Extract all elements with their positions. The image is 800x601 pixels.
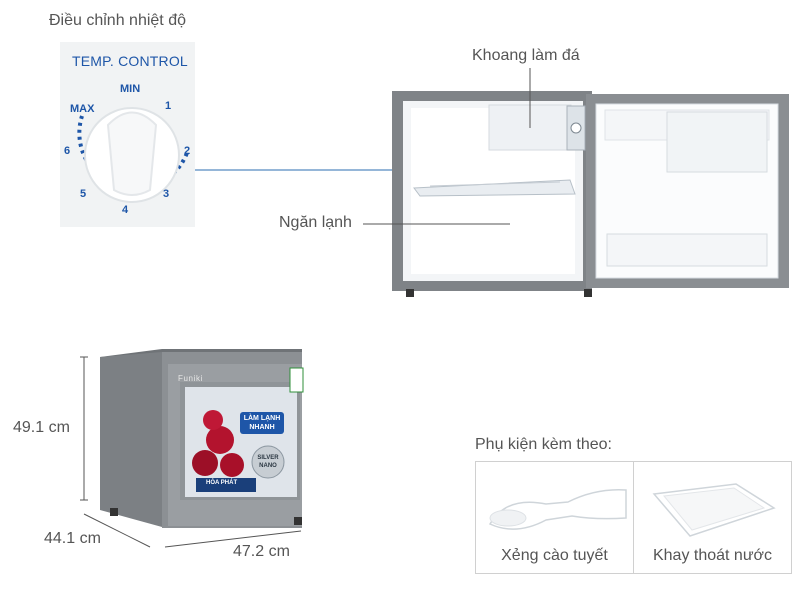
thermostat-knob [570, 122, 582, 134]
dial-mark-5: 5 [80, 188, 87, 200]
cherry-1 [206, 426, 234, 454]
sticker-line-3: SILVER [257, 455, 279, 461]
sticker-line-2: NHANH [249, 424, 275, 431]
sticker-line-1: LÀM LẠNH [243, 415, 281, 422]
wire-shelf [413, 179, 576, 197]
accessory-label: Khay thoát nước [652, 547, 773, 564]
drip-tray-icon [652, 483, 776, 537]
ice-scraper-icon [488, 489, 627, 530]
dial-title: TEMP. CONTROL [72, 53, 188, 69]
sticker-line-4: NANO [259, 463, 277, 469]
dial-mark-2: 2 [184, 145, 191, 157]
fridge-front-panel [168, 364, 302, 526]
shelf-rail [429, 181, 561, 187]
freezer-compartment [488, 104, 572, 151]
dial-mark-min: MIN [120, 83, 141, 95]
dial-mark-3: 3 [163, 188, 170, 200]
dial-mark-6: 6 [64, 145, 71, 157]
cherry-4 [203, 410, 223, 430]
door-bin-top [604, 109, 770, 141]
cherry-3 [220, 453, 244, 477]
cabinet-body [392, 91, 592, 291]
accessories-title: Phụ kiện kèm theo: [475, 436, 612, 453]
width-dimension: 47.2 cm [233, 543, 290, 560]
cabinet-inner [403, 101, 583, 281]
ext-foot-left [110, 508, 118, 516]
sticker-nano-text: SILVER NANO [253, 454, 283, 470]
door-bin-upper [666, 111, 768, 173]
accessory-item-tray: Khay thoát nước [633, 461, 792, 574]
cabinet-cavity [411, 108, 575, 274]
ext-foot-right [294, 517, 302, 525]
cherry-2 [192, 450, 218, 476]
sticker-bg [180, 382, 300, 500]
height-dimension: 49.1 cm [13, 419, 70, 436]
accessory-item-scraper: Xẻng cào tuyết [475, 461, 634, 574]
sticker-headline: LÀM LẠNH NHANH [241, 414, 283, 432]
chiller-label: Ngăn lạnh [279, 214, 352, 231]
temp-control-title: Điều chỉnh nhiệt độ [49, 12, 186, 29]
freezer-label: Khoang làm đá [472, 47, 580, 64]
depth-dimension: 44.1 cm [44, 530, 101, 547]
thermostat-housing [566, 105, 586, 151]
fridge-door [586, 94, 789, 288]
dial-mark-4: 4 [122, 204, 129, 216]
dial-mark-max: MAX [70, 103, 95, 115]
door-bin-lower [606, 233, 768, 267]
fridge-side [100, 352, 162, 527]
foot-left [406, 289, 414, 297]
sticker-logo: HÒA PHÁT [206, 480, 238, 486]
accessory-label: Xẻng cào tuyết [501, 547, 608, 564]
fridge-top [100, 349, 302, 357]
energy-label [289, 367, 304, 393]
door-liner [595, 103, 779, 279]
fridge-brand: Funiki [178, 374, 203, 383]
sticker [185, 387, 297, 497]
dial-mark-1: 1 [165, 100, 172, 112]
foot-right [584, 289, 592, 297]
